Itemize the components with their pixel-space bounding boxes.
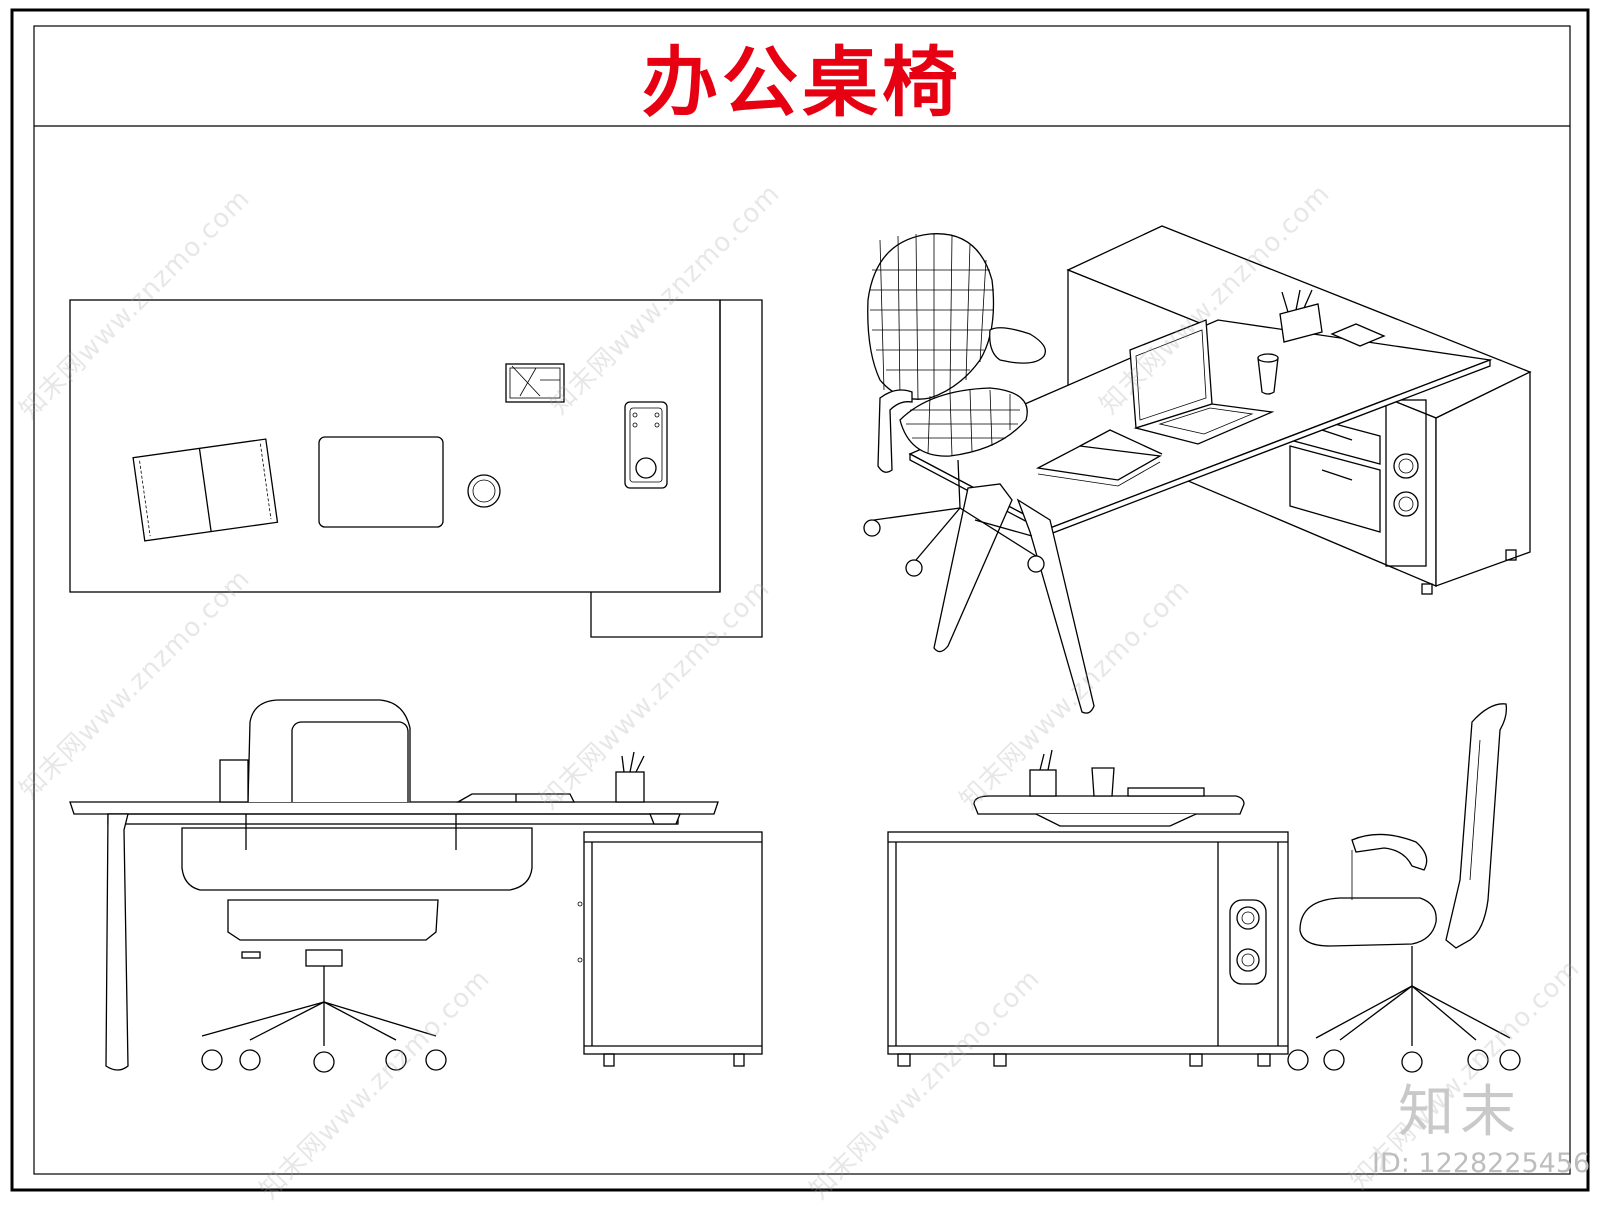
office-chair-back-front (181, 699, 533, 1073)
phone-iso (1330, 323, 1386, 347)
desk-top-plan (69, 299, 763, 638)
pen-holder-plan (505, 363, 565, 403)
drawing-title: 办公桌椅 (642, 38, 962, 127)
open-book-plan (132, 438, 279, 542)
laptop-iso (1129, 319, 1275, 445)
cabinet-side (887, 831, 1289, 1067)
cup-plan (467, 474, 501, 508)
mouse-pad-plan (318, 436, 444, 528)
desk-accessories-front (455, 751, 645, 803)
pen-holder-iso (1279, 289, 1323, 343)
phone-plan (624, 401, 668, 489)
watermark-id: ID: 1228225456 (1372, 1148, 1591, 1179)
watermark-brand: 知末 (1398, 1080, 1522, 1145)
desk-side (973, 749, 1245, 827)
mesh-chair-iso (863, 233, 1047, 577)
desk-front (69, 801, 719, 1071)
cup-iso (1257, 353, 1279, 395)
office-chair-side (1287, 703, 1521, 1073)
drawer-cabinet-front (577, 831, 763, 1067)
book-iso (1035, 429, 1163, 487)
